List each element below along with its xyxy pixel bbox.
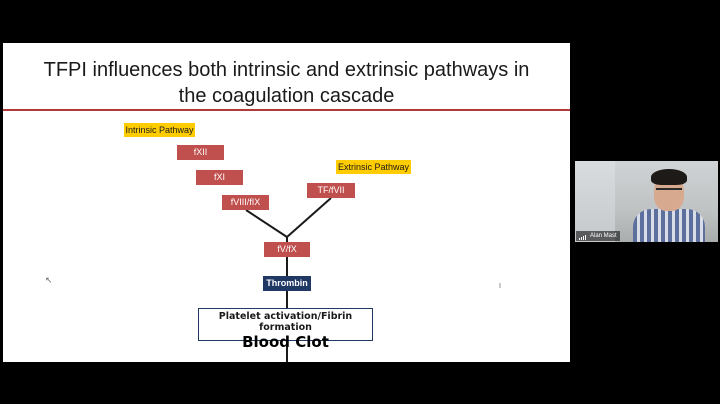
video-background [575, 161, 615, 242]
blood-clot-box: Platelet activation/Fibrin formation Blo… [198, 308, 373, 351]
factor-fviii-fix: fVIII/fIX [222, 195, 269, 210]
clot-title: Blood Clot [242, 333, 329, 351]
factor-fxii: fXII [177, 145, 224, 160]
participant-hair [651, 169, 687, 185]
cascade-connectors [245, 197, 332, 362]
participant-video-tile[interactable]: Alan Mast [575, 161, 718, 242]
slide-title-line-1: TFPI influences both intrinsic and extri… [43, 59, 530, 81]
slide-title-line-2: the coagulation cascade [178, 85, 395, 107]
clot-subtitle: Platelet activation/Fibrin formation [218, 311, 353, 333]
intrinsic-pathway-label: Intrinsic Pathway [124, 123, 195, 137]
mouse-pointer-icon: ↖ [45, 275, 53, 285]
connector-fviii-to-junction [245, 209, 288, 238]
factor-tf-fvii: TF/fVII [307, 183, 355, 198]
connector-tf-to-junction [286, 197, 332, 238]
title-divider [3, 109, 570, 111]
factor-fv-fx: fV/fX [264, 242, 310, 257]
presentation-slide: TFPI influences both intrinsic and extri… [3, 43, 570, 362]
factor-fxi: fXI [196, 170, 243, 185]
participant-shirt [633, 209, 705, 242]
slide-title: TFPI influences both intrinsic and extri… [3, 57, 570, 109]
participant-glasses [656, 188, 682, 196]
participant-name-tag: Alan Mast [576, 231, 620, 241]
participant-name: Alan Mast [590, 233, 617, 239]
extrinsic-pathway-label: Extrinsic Pathway [336, 160, 411, 174]
thrombin-box: Thrombin [263, 276, 311, 291]
text-cursor-icon: I [499, 283, 501, 290]
signal-strength-icon [579, 232, 587, 240]
